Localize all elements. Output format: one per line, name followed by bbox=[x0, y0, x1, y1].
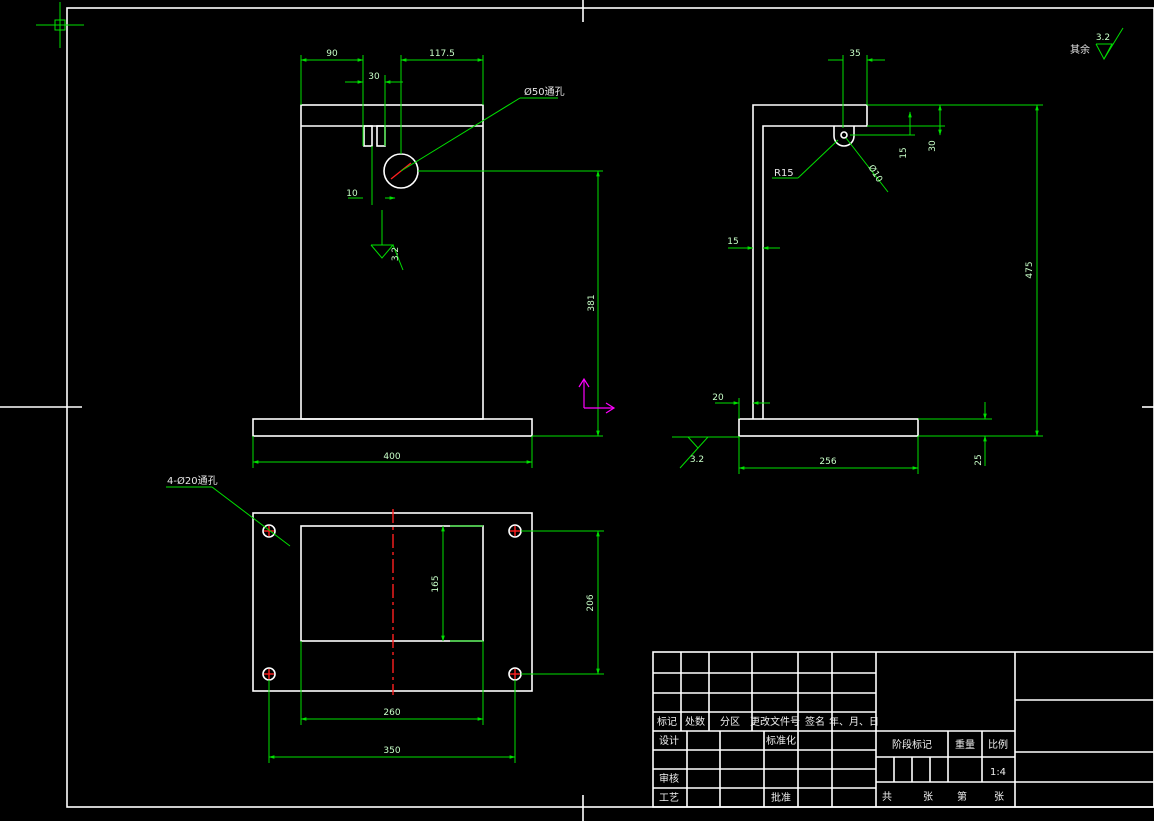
top-view: 4-Ø20通孔 165 206 260 350 bbox=[166, 475, 604, 763]
tb-sheet-total: 共 bbox=[882, 791, 892, 803]
dim-260: 260 bbox=[383, 708, 400, 718]
tb-process: 工艺 bbox=[659, 792, 679, 804]
dim-350: 350 bbox=[383, 746, 400, 756]
tb-header-mark: 标记 bbox=[657, 716, 677, 728]
dim-400: 400 bbox=[383, 452, 400, 462]
side-view: 35 15 30 R15 Ø10 15 475 20 256 bbox=[672, 49, 1043, 474]
hole-callout-10: Ø10 bbox=[866, 163, 885, 185]
tb-scale: 比例 bbox=[988, 738, 1008, 751]
dim-20: 20 bbox=[712, 393, 724, 403]
dim-30-right: 30 bbox=[928, 140, 938, 152]
hole-callout-4x20: 4-Ø20通孔 bbox=[167, 475, 218, 487]
tb-design: 设计 bbox=[659, 734, 679, 747]
dim-25: 25 bbox=[974, 454, 984, 465]
tb-header-count: 处数 bbox=[685, 715, 705, 728]
tb-approve: 批准 bbox=[771, 791, 791, 804]
tb-review: 审核 bbox=[659, 772, 679, 785]
svg-text:3.2: 3.2 bbox=[391, 247, 401, 261]
tb-stage-mark: 阶段标记 bbox=[892, 738, 932, 751]
tb-scale-value: 1:4 bbox=[990, 767, 1006, 778]
dim-381: 381 bbox=[587, 294, 597, 311]
tb-sheet-of: 第 bbox=[957, 790, 967, 803]
other-roughness-note: 其余 3.2 bbox=[1070, 27, 1124, 61]
dim-165: 165 bbox=[431, 575, 441, 592]
front-view: 90 117.5 30 10 Ø50通孔 381 400 3.2 bbox=[252, 49, 603, 468]
dim-15-right: 15 bbox=[899, 147, 909, 158]
svg-text:3.2: 3.2 bbox=[1096, 33, 1110, 43]
dim-475: 475 bbox=[1025, 261, 1035, 278]
crosshair-cursor-icon bbox=[36, 2, 84, 48]
tb-header-sign: 签名 bbox=[805, 715, 825, 728]
tb-sheet-word-2: 张 bbox=[994, 791, 1004, 803]
svg-text:3.2: 3.2 bbox=[690, 455, 704, 465]
roughness-symbol-side: 3.2 bbox=[672, 436, 739, 469]
dim-256: 256 bbox=[819, 457, 836, 467]
dim-90: 90 bbox=[326, 49, 338, 59]
dim-15-wall: 15 bbox=[727, 237, 738, 247]
tb-header-date: 年、月、日 bbox=[829, 715, 879, 728]
hole-callout-50: Ø50通孔 bbox=[524, 86, 565, 98]
tb-standardization: 标准化 bbox=[766, 734, 796, 747]
svg-text:其余: 其余 bbox=[1070, 43, 1090, 56]
roughness-symbol-front: 3.2 bbox=[370, 210, 404, 271]
title-block: 标记 处数 分区 更改文件号 签名 年、月、日 设计 标准化 审核 工艺 批准 … bbox=[652, 651, 1154, 808]
tb-header-zone: 分区 bbox=[720, 716, 740, 728]
dim-117-5: 117.5 bbox=[429, 49, 455, 59]
dim-10: 10 bbox=[346, 189, 358, 199]
dim-30: 30 bbox=[368, 72, 380, 82]
dim-35: 35 bbox=[849, 49, 860, 59]
tb-header-change-doc: 更改文件号 bbox=[750, 715, 800, 728]
ucs-axis-icon bbox=[578, 377, 616, 414]
dim-206: 206 bbox=[586, 594, 596, 611]
tb-sheet-word-1: 张 bbox=[923, 791, 933, 803]
radius-callout: R15 bbox=[774, 168, 794, 179]
tb-weight: 重量 bbox=[955, 738, 975, 751]
